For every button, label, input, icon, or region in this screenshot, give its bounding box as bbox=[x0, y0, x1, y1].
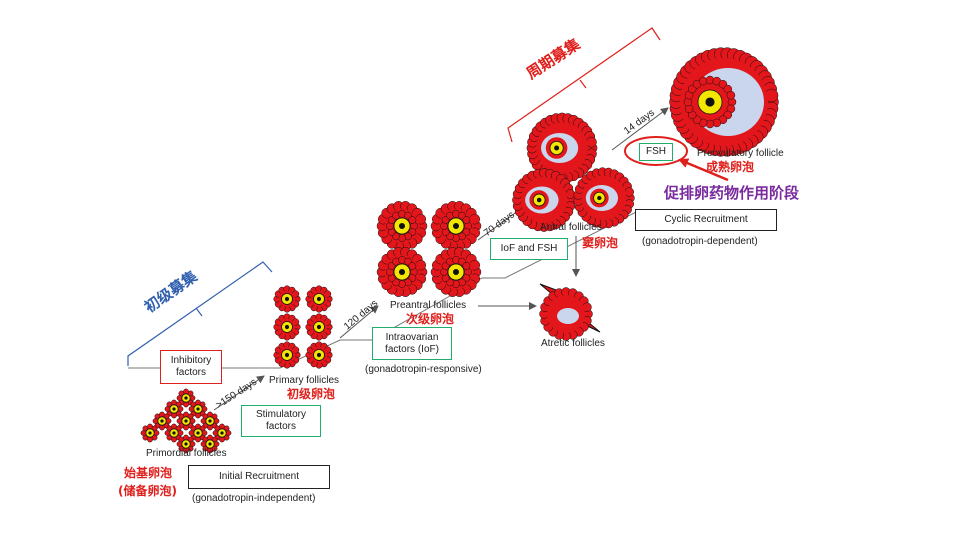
primary-follicle bbox=[305, 313, 333, 341]
initial-recruitment-bracket bbox=[127, 261, 273, 366]
gonadotropin-dependent-note: (gonadotropin-dependent) bbox=[642, 236, 758, 247]
antral-label: Antral follicles bbox=[540, 222, 602, 233]
primordial-follicle bbox=[188, 399, 208, 419]
primary-follicle bbox=[273, 285, 301, 313]
primordial-follicle bbox=[212, 423, 232, 443]
preantral-follicle bbox=[430, 201, 482, 251]
primordial-follicle bbox=[176, 434, 196, 454]
primordial-follicle bbox=[164, 399, 184, 419]
primordial-label: Primordial follicles bbox=[146, 448, 227, 459]
primary-cn-label: 初级卵泡 bbox=[287, 387, 336, 401]
cyclic-recruitment-bracket bbox=[507, 27, 661, 143]
inhibitory-factors-box: Inhibitory factors bbox=[160, 350, 222, 384]
antral-follicle-small bbox=[573, 167, 635, 229]
atretic-label: Atretic follicles bbox=[541, 338, 605, 349]
preovulatory-cn-label: 成熟卵泡 bbox=[706, 160, 755, 174]
antral-cn-label: 窦卵泡 bbox=[582, 236, 619, 250]
antral-follicle-large bbox=[526, 112, 598, 184]
cyclic-recruitment-box: Cyclic Recruitment bbox=[635, 209, 777, 231]
preantral-follicle bbox=[376, 201, 428, 251]
preantral-cn-label: 次级卵泡 bbox=[406, 312, 455, 326]
antral-follicle-small bbox=[512, 168, 576, 232]
primordial-follicle bbox=[140, 423, 160, 443]
iof-fsh-box: IoF and FSH bbox=[490, 238, 568, 260]
primordial-follicle bbox=[176, 388, 196, 408]
initial-recruitment-box: Initial Recruitment bbox=[188, 465, 330, 489]
primary-follicle bbox=[273, 341, 301, 369]
stimulatory-factors-box: Stimulatory factors bbox=[241, 405, 321, 437]
preantral-follicle bbox=[376, 247, 428, 297]
primary-follicle bbox=[273, 313, 301, 341]
cyclic-bracket-tick bbox=[579, 79, 587, 89]
follicle-group bbox=[140, 47, 779, 454]
gonadotropin-independent-note: (gonadotropin-independent) bbox=[192, 493, 316, 504]
intraovarian-factors-box: Intraovarian factors (IoF) bbox=[372, 327, 452, 360]
arrow-120-days bbox=[339, 305, 379, 339]
primordial-follicle bbox=[164, 423, 184, 443]
fsh-highlight-ellipse bbox=[624, 136, 688, 166]
primary-follicle bbox=[305, 285, 333, 313]
preantral-label: Preantral follicles bbox=[390, 300, 467, 311]
initial-bracket-tick bbox=[195, 307, 203, 317]
primordial-follicle bbox=[200, 411, 220, 431]
fsh-box: FSH bbox=[639, 143, 673, 161]
primary-follicle bbox=[305, 341, 333, 369]
arrow-drug-stage bbox=[678, 158, 729, 182]
primary-label: Primary follicles bbox=[269, 375, 340, 386]
arrow-70-days bbox=[477, 207, 523, 241]
arrow-150-days bbox=[213, 375, 265, 411]
preovulatory-follicle bbox=[669, 47, 779, 157]
primordial-cn-sub-label: (储备卵泡) bbox=[118, 484, 177, 498]
arrow-14-days bbox=[611, 107, 669, 151]
primordial-follicle bbox=[200, 434, 220, 454]
drug-stage-note: 促排卵药物作用阶段 bbox=[664, 184, 800, 202]
atretic-follicle bbox=[539, 287, 593, 341]
primordial-cn-label: 始基卵泡 bbox=[124, 466, 173, 480]
gonadotropin-responsive-note: (gonadotropin-responsive) bbox=[365, 364, 482, 375]
preovulatory-label: Preovulatory follicle bbox=[697, 148, 784, 159]
preantral-follicle bbox=[430, 247, 482, 297]
